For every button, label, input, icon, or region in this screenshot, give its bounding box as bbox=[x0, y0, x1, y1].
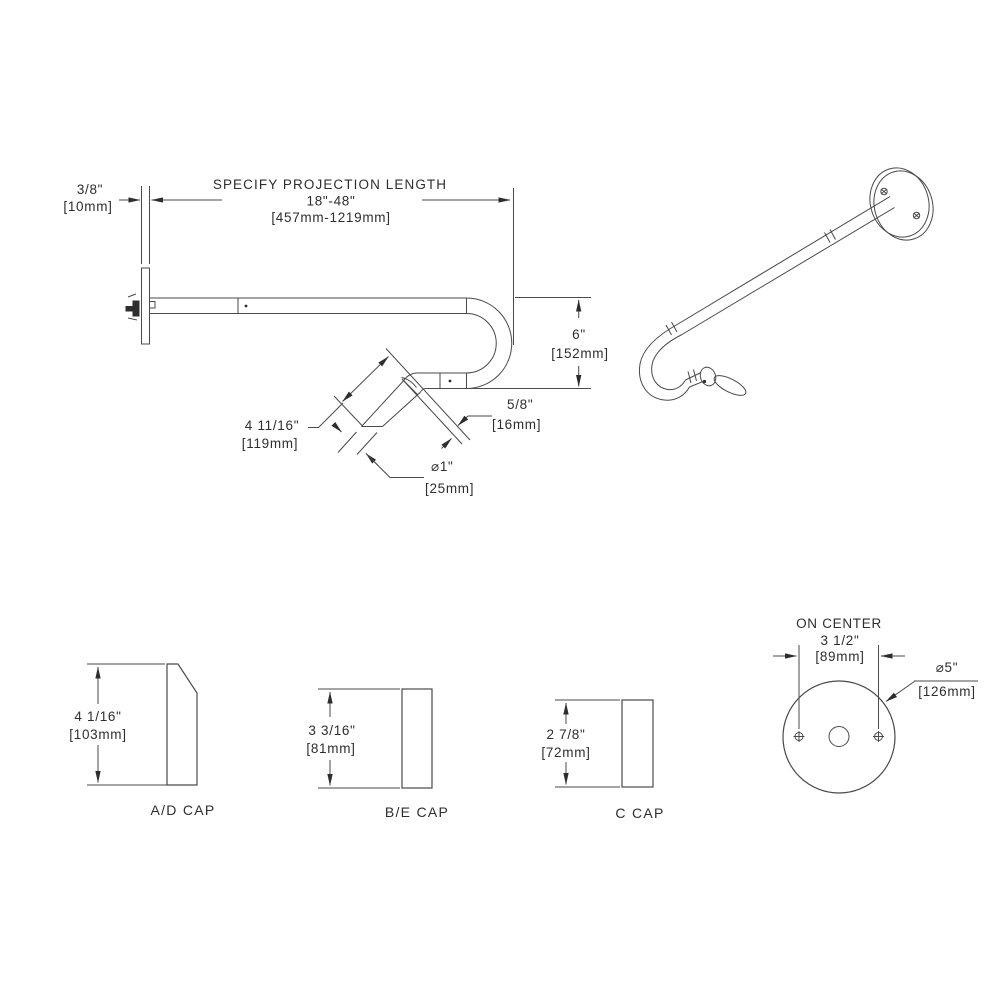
iso-u-turn bbox=[638, 323, 690, 401]
cap-be-label: B/E CAP bbox=[385, 804, 449, 820]
flange-screw-holes bbox=[880, 187, 921, 220]
angled-end-tube bbox=[361, 372, 428, 427]
wall-plate-edge bbox=[141, 267, 150, 345]
isometric-view bbox=[638, 167, 934, 401]
weld-dot bbox=[448, 379, 452, 383]
dim-projection-range-in: 18"-48" bbox=[306, 194, 355, 209]
weld-dot bbox=[244, 304, 248, 308]
dim-angled-length: 4 11/16" [119mm] bbox=[242, 348, 471, 451]
flange-screw-hole-right bbox=[873, 731, 884, 742]
dim-tube-diameter: ⌀1" [25mm] bbox=[331, 421, 474, 496]
cap-be-height-mm: [81mm] bbox=[306, 741, 355, 756]
dim-angled-length-in: 4 11/16" bbox=[245, 418, 299, 433]
iso-elbow bbox=[699, 366, 717, 387]
dim-projection-title: SPECIFY PROJECTION LENGTH bbox=[213, 177, 447, 192]
dim-wall-thickness: 3/8" [10mm] bbox=[63, 182, 222, 264]
iso-end-stub bbox=[685, 366, 747, 396]
cap-be-height-in: 3 3/16" bbox=[308, 723, 355, 738]
flange-on-center-in: 3 1/2" bbox=[820, 633, 859, 648]
iso-end-cap-face bbox=[713, 375, 747, 396]
dim-wall-thickness-in: 3/8" bbox=[77, 182, 103, 197]
dim-end-offset-in: 5/8" bbox=[507, 397, 533, 412]
miter-joint-arc bbox=[401, 377, 417, 388]
cap-c-height-in: 2 7/8" bbox=[546, 727, 585, 742]
flange-center-hole bbox=[828, 726, 850, 747]
cap-be-view: 3 3/16" [81mm] B/E CAP bbox=[306, 688, 449, 820]
dim-end-offset-mm: [16mm] bbox=[492, 417, 541, 432]
cap-ad-profile bbox=[166, 663, 198, 786]
dim-angled-length-mm: [119mm] bbox=[242, 436, 298, 451]
cap-ad-height-mm: [103mm] bbox=[69, 727, 126, 742]
bar-lower-section bbox=[420, 372, 467, 389]
cap-ad-height-in: 4 1/16" bbox=[74, 709, 121, 724]
flange-diameter-in: ⌀5" bbox=[936, 660, 959, 675]
dim-height: 6" [152mm] bbox=[466, 297, 608, 389]
flange-face bbox=[869, 167, 930, 238]
dim-height-in: 6" bbox=[572, 327, 586, 342]
flange-on-center-mm: [89mm] bbox=[815, 649, 864, 664]
flange-diameter-mm: [126mm] bbox=[918, 684, 975, 699]
dim-projection-length: SPECIFY PROJECTION LENGTH 18"-48" [457mm… bbox=[213, 177, 514, 345]
side-view: 3/8" [10mm] SPECIFY PROJECTION LENGTH 18… bbox=[63, 177, 608, 496]
flange-on-center-label: ON CENTER bbox=[796, 616, 882, 631]
bar-top-section bbox=[149, 297, 467, 314]
cap-c-label: C CAP bbox=[615, 805, 664, 821]
cap-c-view: 2 7/8" [72mm] C CAP bbox=[541, 699, 664, 821]
cap-c-height-mm: [72mm] bbox=[541, 745, 590, 760]
flange-outline bbox=[782, 680, 896, 794]
dim-end-offset: 5/8" [16mm] bbox=[401, 378, 541, 449]
dim-flange-diameter: ⌀5" [126mm] bbox=[885, 660, 978, 702]
dim-tube-diameter-in: ⌀1" bbox=[431, 459, 454, 474]
iso-rod bbox=[665, 196, 895, 336]
dim-projection-range-mm: [457mm-1219mm] bbox=[271, 210, 390, 225]
dim-tube-diameter-mm: [25mm] bbox=[425, 481, 474, 496]
cap-ad-view: 4 1/16" [103mm] A/D CAP bbox=[69, 663, 215, 818]
dim-height-mm: [152mm] bbox=[551, 346, 608, 361]
screw-symbol bbox=[125, 293, 140, 321]
bar-u-turn bbox=[466, 297, 513, 389]
dim-wall-thickness-mm: [10mm] bbox=[63, 199, 112, 214]
cap-c-profile bbox=[621, 699, 654, 788]
cap-ad-label: A/D CAP bbox=[150, 802, 215, 818]
weld-dot bbox=[702, 379, 707, 384]
flange-screw-hole-left bbox=[793, 731, 805, 742]
flange-back-edge bbox=[873, 170, 934, 241]
cap-be-profile bbox=[401, 688, 433, 789]
bar-wall-joint-notch bbox=[149, 301, 156, 309]
flange-face-view: ON CENTER 3 1/2" [89mm] ⌀5" [126mm] bbox=[773, 616, 978, 794]
